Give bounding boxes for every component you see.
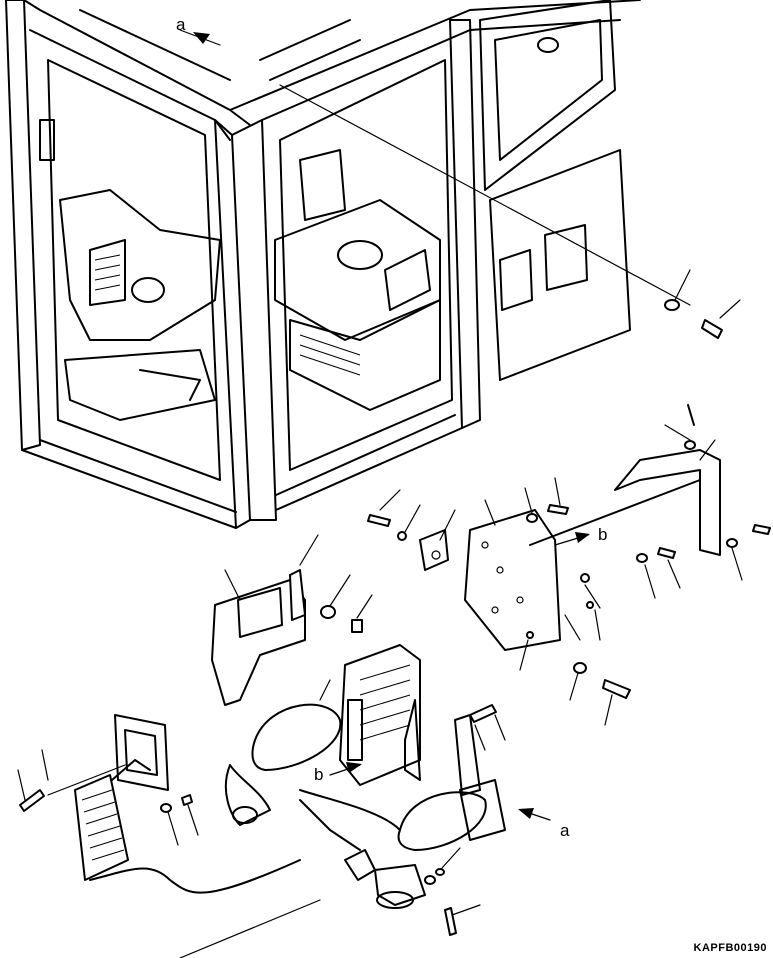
label-b-left: b (314, 765, 324, 784)
mount-plate-left (211, 534, 373, 706)
left-interior-console (39, 119, 221, 421)
operator-control-assembly (224, 644, 551, 936)
label-a-top: a (176, 15, 186, 34)
cab-frame (5, 0, 641, 529)
left-pedal-assembly (17, 714, 321, 958)
label-a-bottom: a (560, 821, 570, 840)
reference-line-a (179, 29, 691, 306)
bracket-assembly-right (367, 404, 771, 726)
bolt-washer-upper-right (664, 269, 741, 339)
drawing-code: KAPFB00190 (693, 942, 767, 954)
seat-mounting-base (274, 149, 441, 411)
label-b-right: b (598, 525, 608, 544)
